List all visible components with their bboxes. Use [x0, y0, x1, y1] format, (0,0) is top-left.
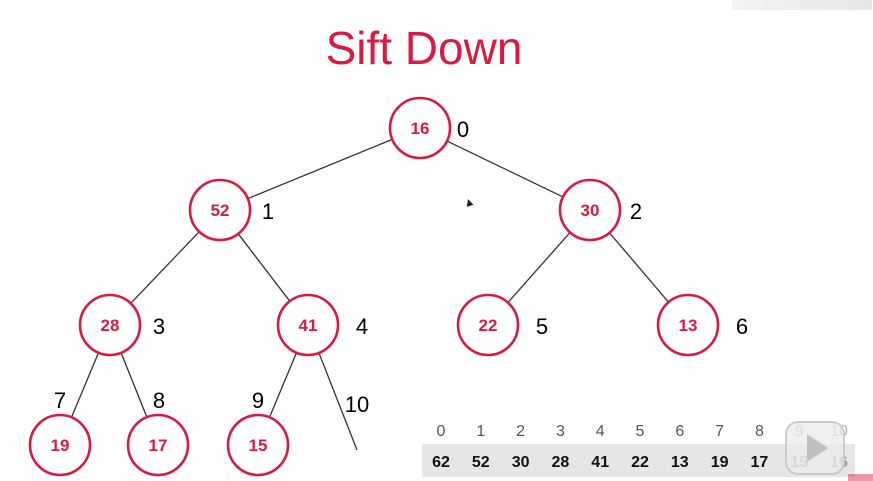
tree-index-label-10: 10: [345, 392, 369, 417]
array-index-label-1: 1: [476, 423, 485, 440]
tree-edge-0-1: [247, 138, 393, 200]
tree-node-2: [558, 178, 622, 242]
tree-edge-4-9: [268, 352, 298, 418]
array-value-7: 19: [711, 454, 729, 471]
play-watermark-icon: [785, 421, 845, 475]
array-index-label-0: 0: [437, 423, 446, 440]
tree-node-value-8: 17: [149, 436, 168, 455]
tree-node-value-2: 30: [581, 201, 600, 220]
tree-edge-0-2: [446, 140, 564, 198]
array-value-2: 30: [512, 454, 530, 471]
tree-node-value-6: 13: [679, 316, 698, 335]
tree-node-value-4: 41: [299, 316, 318, 335]
tree-node-value-9: 15: [249, 436, 268, 455]
array-value-1: 52: [472, 454, 490, 471]
array-index-label-6: 6: [675, 423, 684, 440]
tree-node-6: [656, 293, 720, 357]
tree-index-label-7: 7: [54, 388, 66, 413]
tree-node-1: [188, 178, 252, 242]
top-right-faded-marks: [732, 0, 872, 10]
array-value-8: 17: [751, 454, 769, 471]
array-value-0: 62: [432, 454, 450, 471]
tree-node-value-0: 16: [411, 119, 430, 138]
tree-node-value-1: 52: [211, 201, 230, 220]
tree-edge-2-6: [608, 232, 670, 303]
array-value-6: 13: [671, 454, 689, 471]
slide-title: Sift Down: [325, 22, 523, 74]
array-strip-background: [422, 444, 855, 477]
tree-index-label-5: 5: [536, 314, 548, 339]
array-value-4: 41: [591, 454, 609, 471]
tree-index-label-9: 9: [252, 388, 264, 413]
tree-edge-3-7: [70, 352, 100, 418]
array-index-label-3: 3: [556, 423, 565, 440]
tree-edge-4-10: [318, 352, 358, 451]
tree-node-8: [126, 413, 190, 477]
tree-node-0: [388, 96, 452, 160]
array-index-label-5: 5: [636, 423, 645, 440]
tree-index-label-0: 0: [457, 117, 469, 142]
tree-node-5: [456, 293, 520, 357]
array-value-3: 28: [552, 454, 570, 471]
tree-node-9: [226, 413, 290, 477]
corner-badge: [848, 474, 873, 481]
tree-node-value-5: 22: [479, 316, 498, 335]
tree-edge-1-4: [237, 233, 291, 302]
tree-index-label-4: 4: [356, 314, 368, 339]
tree-index-label-2: 2: [630, 199, 642, 224]
array-index-label-2: 2: [516, 423, 525, 440]
tree-edge-1-3: [130, 231, 200, 304]
tree-node-value-7: 19: [51, 436, 70, 455]
tree-index-label-6: 6: [736, 314, 748, 339]
array-index-label-7: 7: [715, 423, 724, 440]
tree-index-label-8: 8: [153, 388, 165, 413]
tree-index-label-3: 3: [153, 314, 165, 339]
tree-node-4: [276, 293, 340, 357]
tree-node-3: [78, 293, 142, 357]
tree-node-7: [28, 413, 92, 477]
tree-index-label-1: 1: [262, 199, 274, 224]
array-index-label-8: 8: [755, 423, 764, 440]
array-index-label-4: 4: [596, 423, 605, 440]
tree-edge-2-5: [507, 232, 571, 303]
tree-node-value-3: 28: [101, 316, 120, 335]
tree-edge-3-8: [120, 352, 148, 418]
array-value-5: 22: [631, 454, 649, 471]
